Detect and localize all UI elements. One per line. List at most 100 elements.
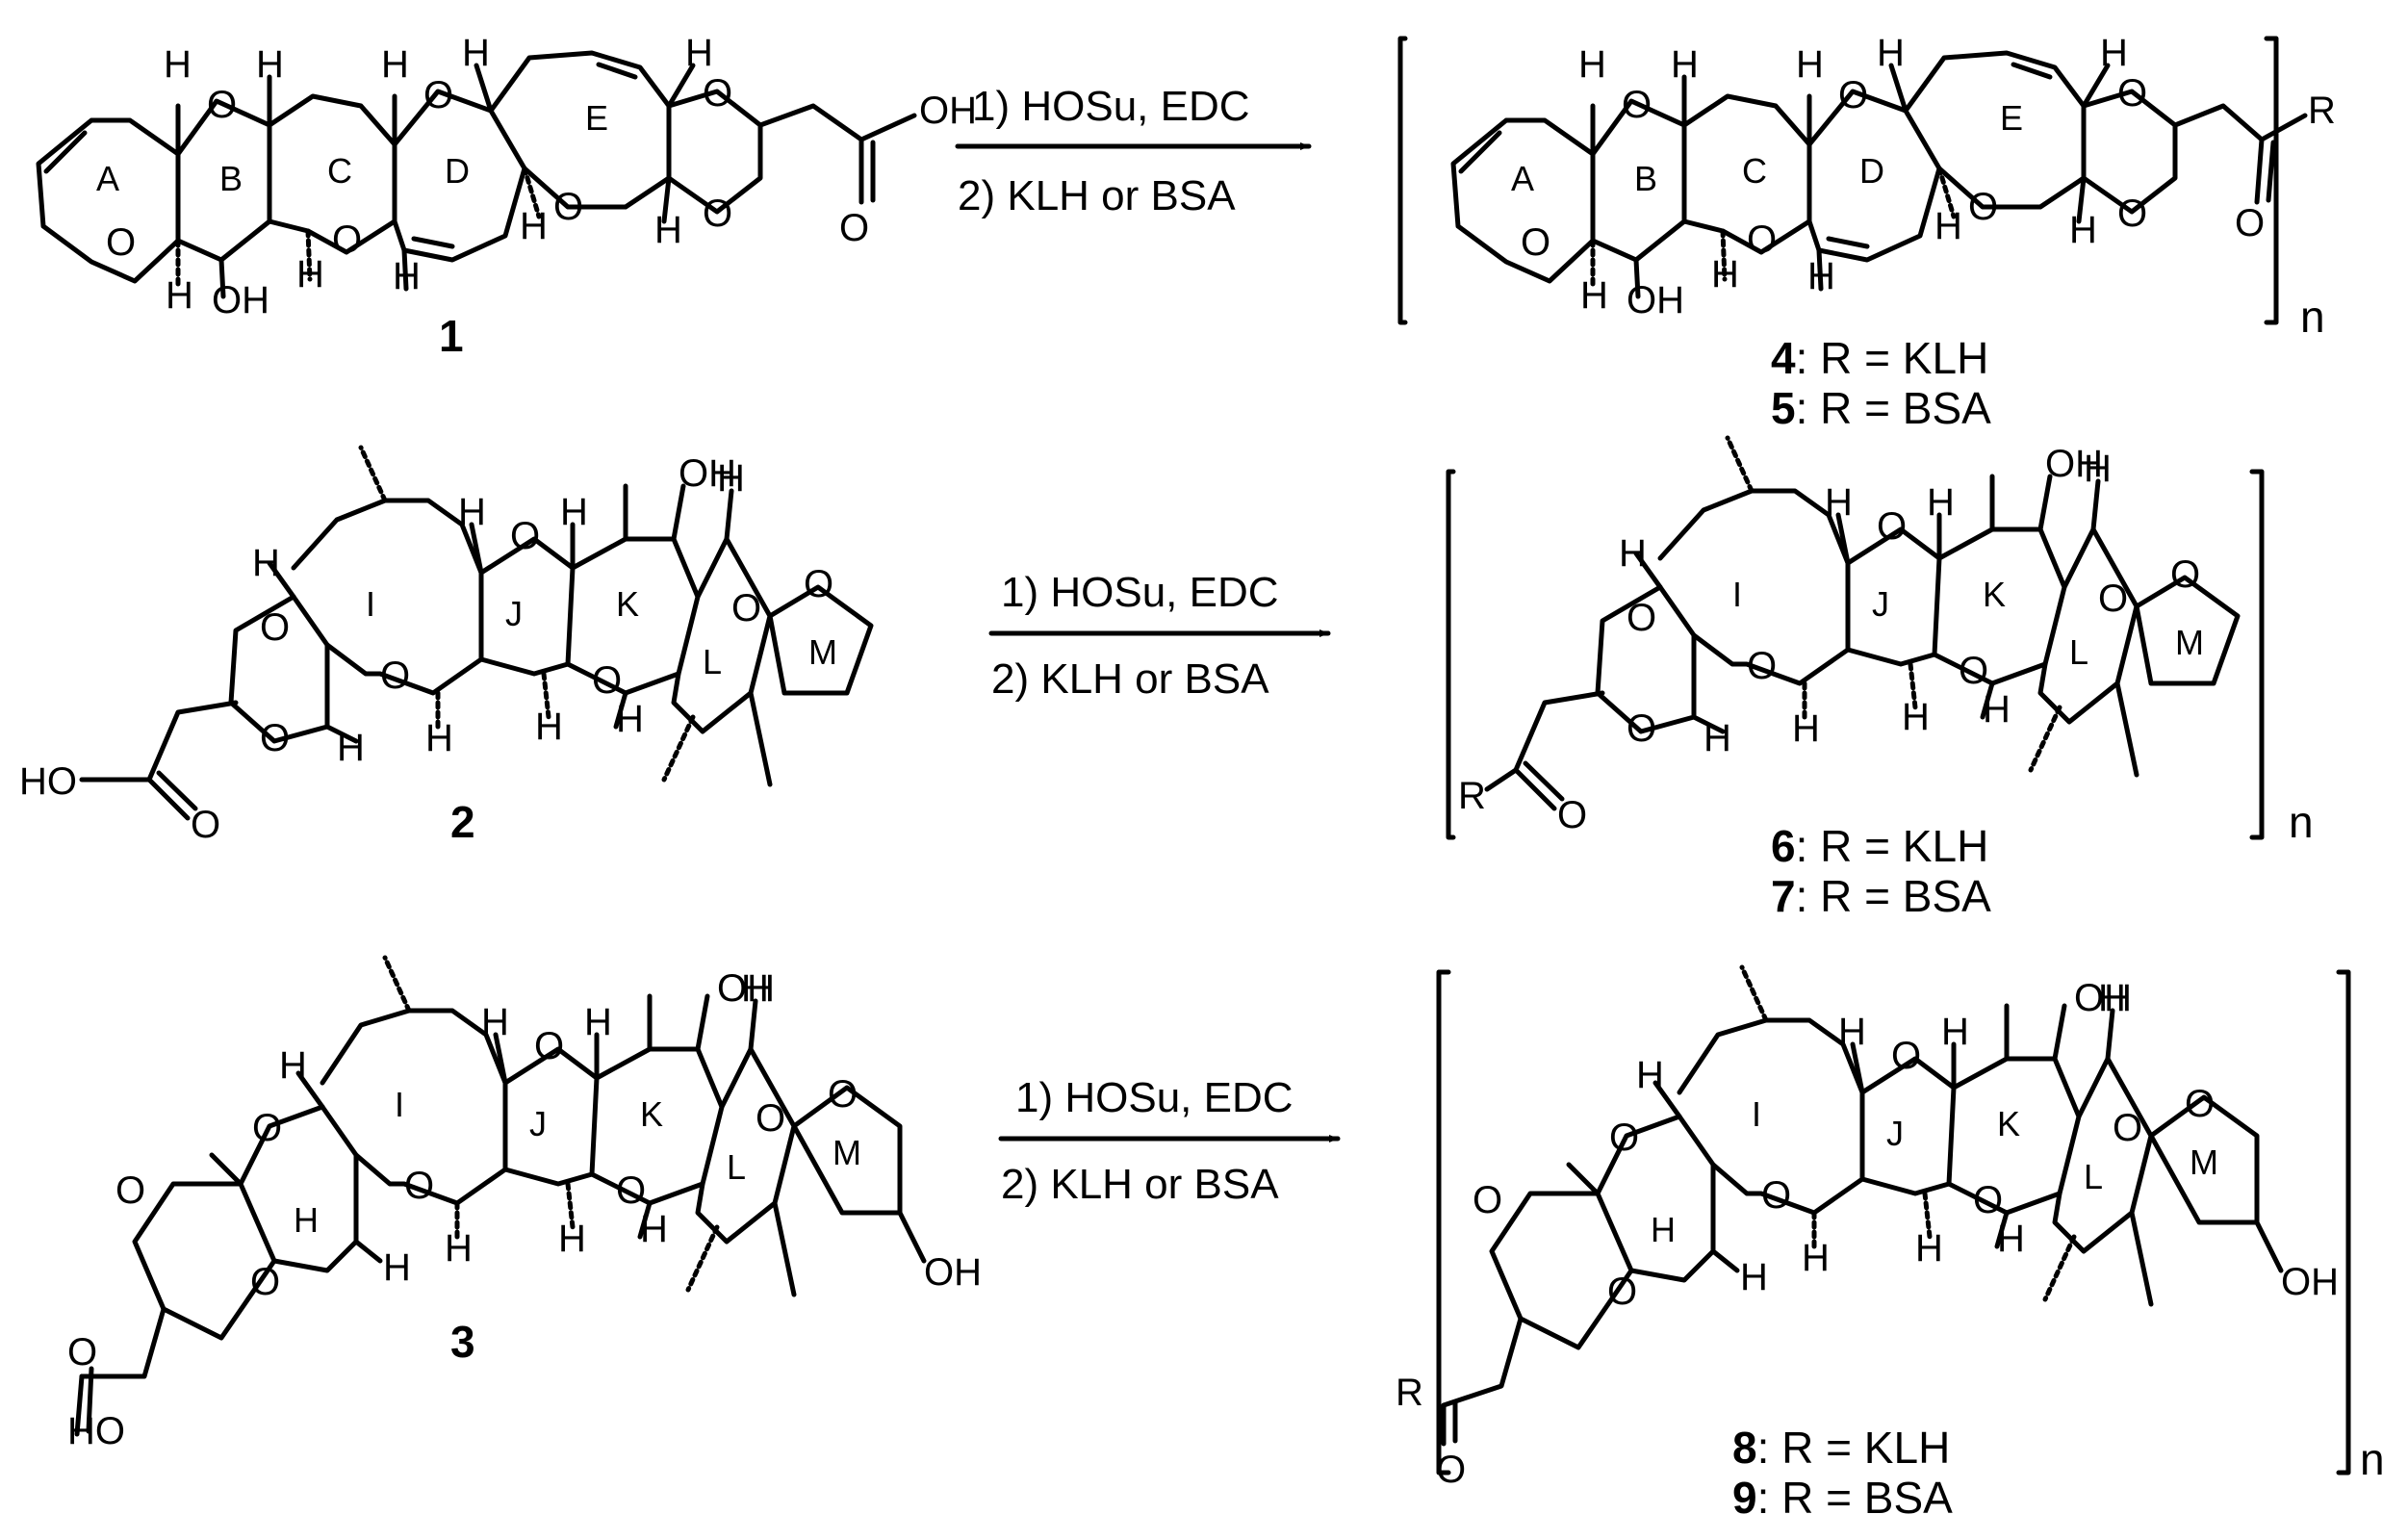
atom-h: H <box>1902 696 1930 738</box>
atom-o: O <box>2185 1083 2215 1125</box>
compound-1-structure <box>36 50 917 299</box>
atom-h: H <box>1578 43 1606 86</box>
atom-o: O <box>1436 1449 1466 1491</box>
ring-label-l: L <box>727 1147 746 1187</box>
compound-2-structure <box>79 445 874 821</box>
atom-o: O <box>1627 597 1656 639</box>
atom-o: O <box>804 563 833 605</box>
atom-h: H <box>462 32 490 74</box>
atom-h: H <box>445 1227 473 1270</box>
ring-label-h: H <box>294 1200 319 1240</box>
svg-text:5: R = BSA: 5: R = BSA <box>1771 383 1991 433</box>
atom-h: H <box>481 1001 509 1043</box>
atom-oh: OH <box>2045 443 2103 485</box>
atom-h: H <box>383 1246 411 1289</box>
atom-o: O <box>534 1025 564 1067</box>
atom-o: O <box>115 1169 145 1212</box>
atom-h: H <box>1934 205 1962 247</box>
atom-h: H <box>337 727 365 769</box>
atom-o: O <box>2113 1107 2142 1149</box>
reaction-1-step-1: 1) HOSu, EDC <box>972 83 1250 130</box>
atom-ho: HO <box>67 1410 125 1452</box>
atom-o: O <box>1968 186 1998 228</box>
atom-oh: OH <box>679 452 736 495</box>
atom-h: H <box>520 205 548 247</box>
atom-o: O <box>1473 1179 1502 1221</box>
atom-o: O <box>1627 707 1656 750</box>
atom-h: H <box>252 542 280 584</box>
reaction-3-step-2: 2) KLH or BSA <box>1001 1161 1279 1208</box>
ring-label-d: D <box>445 151 470 191</box>
svg-text:7: R = BSA: 7: R = BSA <box>1771 871 1991 921</box>
product-6-7-structure <box>1446 435 2265 840</box>
product-8-9-caption: 8: R = KLH 9: R = BSA <box>1732 1423 1953 1523</box>
ring-label-i: I <box>366 584 375 624</box>
atom-o: O <box>1877 505 1907 548</box>
reaction-arrow-2: 1) HOSu, EDC 2) KLH or BSA <box>988 569 1331 703</box>
atom-o: O <box>2117 192 2147 235</box>
atom-h: H <box>1997 1218 2025 1260</box>
reaction-2-step-2: 2) KLH or BSA <box>991 655 1269 703</box>
atom-h: H <box>1619 532 1647 575</box>
ring-label-l: L <box>2084 1157 2103 1196</box>
atom-o: O <box>703 72 732 115</box>
atom-h: H <box>279 1044 307 1087</box>
atom-h: H <box>1915 1227 1943 1270</box>
atom-h: H <box>458 491 486 533</box>
atom-oh: OH <box>2281 1261 2339 1303</box>
atom-o: O <box>1959 650 1988 692</box>
atom-o: O <box>1557 794 1587 836</box>
atom-oh: OH <box>2074 977 2132 1019</box>
svg-text:9: R = BSA: 9: R = BSA <box>1732 1473 1953 1523</box>
atom-h: H <box>2098 977 2126 1019</box>
atom-h: H <box>535 706 563 748</box>
atom-oh: OH <box>919 90 977 132</box>
ring-label-j: J <box>529 1104 547 1143</box>
atom-h: H <box>654 209 682 251</box>
atom-o: O <box>510 515 540 557</box>
repeat-index-n: n <box>2289 797 2314 847</box>
atom-o: O <box>1838 74 1868 116</box>
product-4-5-atom-labels: H H H H H O O O O O O O O R H OH H H H H… <box>1511 32 2336 342</box>
atom-o: O <box>404 1165 434 1207</box>
atom-h: H <box>1580 274 1608 317</box>
compound-2-atom-labels: H H H OH H O O O O O O O H H H H HO O I … <box>19 452 837 846</box>
reaction-2-step-1: 1) HOSu, EDC <box>1001 569 1279 616</box>
atom-h: H <box>560 491 588 533</box>
svg-text:8: R = KLH: 8: R = KLH <box>1732 1423 1950 1473</box>
ring-label-m: M <box>833 1133 861 1172</box>
atom-o: O <box>1973 1179 2003 1221</box>
atom-o: O <box>616 1169 646 1212</box>
ring-label-l: L <box>703 642 722 681</box>
atom-o: O <box>1747 218 1777 261</box>
compound-1-atom-labels: H H H H H O O O O O O O O OH H OH H H H … <box>96 32 977 321</box>
atom-o: O <box>2117 72 2147 115</box>
atom-h: H <box>164 43 192 86</box>
atom-h: H <box>1983 688 2011 731</box>
reaction-3-step-1: 1) HOSu, EDC <box>1015 1074 1294 1121</box>
atom-h: H <box>1927 481 1955 524</box>
atom-r: R <box>2308 90 2336 132</box>
product-8-9-atom-labels: H H H OH H O O O O O O O O OH H H H H R … <box>1396 977 2385 1491</box>
atom-h: H <box>717 457 745 500</box>
ring-label-e: E <box>585 98 608 138</box>
atom-r: R <box>1458 775 1486 817</box>
atom-h: H <box>1941 1011 1969 1053</box>
atom-o: O <box>106 221 136 264</box>
atom-h: H <box>296 253 324 295</box>
ring-label-m: M <box>2175 623 2204 662</box>
compound-3-label: 3 <box>450 1317 475 1367</box>
compound-3-atom-labels: H H H OH H O O O O O O O O OH H H H H HO… <box>67 967 982 1452</box>
ring-label-b: B <box>1634 159 1657 198</box>
atom-o: O <box>1622 84 1652 126</box>
atom-oh: OH <box>212 279 269 321</box>
atom-h: H <box>1671 43 1699 86</box>
product-4-5-structure <box>1397 36 2308 325</box>
product-4-5-caption: 4: R = KLH 5: R = BSA <box>1771 333 1991 433</box>
atom-h: H <box>1825 481 1853 524</box>
atom-o: O <box>260 606 290 649</box>
ring-label-j: J <box>505 594 523 633</box>
atom-h: H <box>381 43 409 86</box>
ring-label-k: K <box>1983 575 2006 614</box>
